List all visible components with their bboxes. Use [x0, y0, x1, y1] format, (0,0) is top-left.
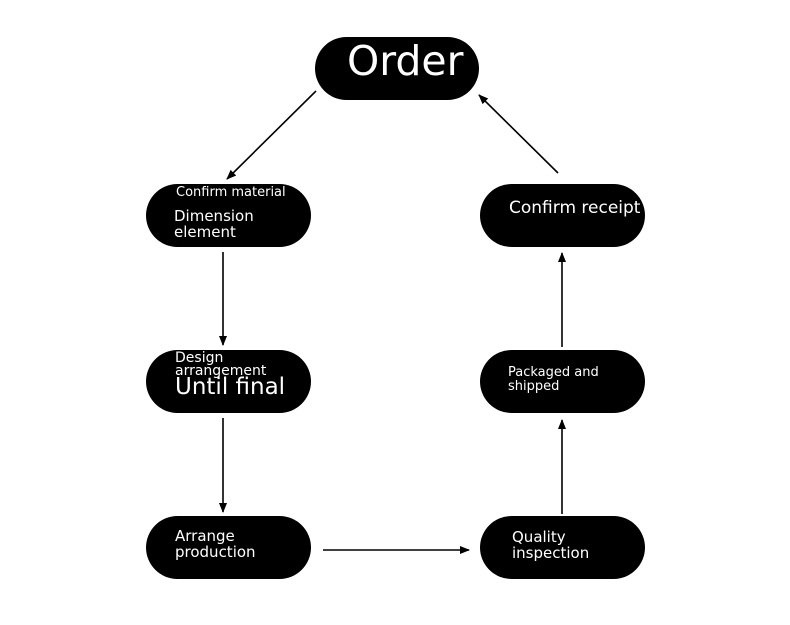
dimension-element-label: Dimension element: [174, 207, 254, 241]
packaged-shipped-label: Packaged and shipped: [508, 365, 599, 394]
arrange-production-label: Arrange production: [175, 527, 256, 561]
design-arrangement-label: Design arrangement: [175, 350, 267, 380]
arrow-confirm-receipt-to-order: [478, 94, 559, 174]
confirm-material-label: Confirm material: [176, 185, 286, 200]
design-arrangement-node: Design arrangement Until final: [146, 350, 311, 413]
order-label: Order: [347, 37, 464, 85]
arrange-production-node: Arrange production: [146, 516, 311, 579]
until-final-label: Until final: [175, 374, 286, 400]
arrow-order-to-confirm-material: [226, 90, 317, 180]
confirm-receipt-node: Confirm receipt: [480, 184, 645, 247]
packaged-shipped-node: Packaged and shipped: [480, 350, 645, 413]
order-node: Order: [315, 37, 479, 100]
quality-inspection-node: Quality inspection: [480, 516, 645, 579]
quality-inspection-label: Quality inspection: [512, 528, 590, 562]
confirm-material-node: Confirm material Dimension element: [146, 184, 311, 247]
confirm-receipt-label: Confirm receipt: [509, 198, 641, 218]
